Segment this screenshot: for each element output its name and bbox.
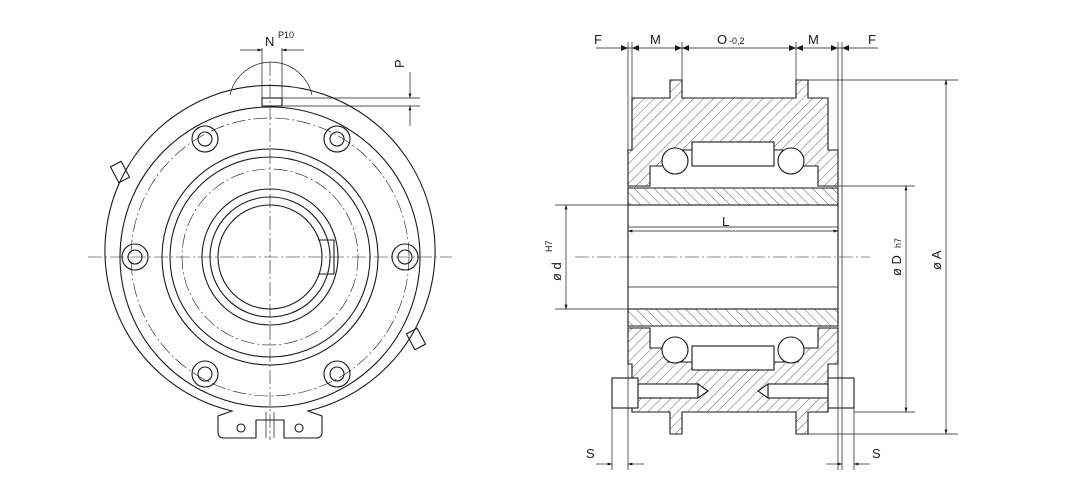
f-right-label: F	[868, 32, 876, 47]
bore-ring-outer	[209, 196, 331, 318]
arrowhead	[831, 45, 838, 51]
screw-right	[757, 377, 855, 409]
arrowhead	[632, 45, 639, 51]
mounting-tab-hole-left	[236, 423, 246, 433]
sprag-cage-top	[691, 141, 775, 167]
f-left-label: F	[594, 32, 602, 47]
n-tolerance: P10	[278, 30, 294, 40]
screw-left	[611, 377, 709, 409]
side-clip-left	[109, 160, 131, 184]
sprag-cage-bottom	[691, 345, 775, 371]
D-tolerance: h7	[893, 238, 903, 248]
hub-ring	[201, 188, 339, 326]
d-label: ø d	[549, 262, 564, 281]
arrowhead	[675, 45, 682, 51]
d-tolerance: H7	[544, 240, 554, 252]
inner-ring-outer	[161, 148, 379, 366]
l-label: L	[722, 214, 729, 229]
s-left-label: S	[586, 446, 595, 461]
outer-housing	[104, 84, 436, 439]
arrowhead	[842, 45, 849, 51]
arrowhead	[621, 45, 628, 51]
ball-top-left	[661, 147, 689, 175]
outer-race-bottom	[627, 327, 839, 435]
A-label: ø A	[929, 250, 944, 270]
o-label: O	[717, 32, 727, 47]
bolt-holes	[121, 125, 419, 388]
side-clip-right	[405, 327, 427, 351]
ball-top-right	[777, 147, 805, 175]
arrowhead	[682, 45, 689, 51]
outer-race-top	[627, 79, 839, 187]
shaft-keyway	[318, 239, 335, 275]
n-label: N	[265, 34, 274, 49]
inner-ring	[169, 156, 371, 358]
arrowhead	[789, 45, 796, 51]
m-right-label: M	[808, 32, 819, 47]
D-label: ø D	[889, 255, 904, 276]
arrowhead	[796, 45, 803, 51]
p-label: P	[392, 59, 407, 68]
o-tolerance: -0,2	[729, 36, 745, 46]
front-view: N P10 P	[88, 30, 452, 440]
flange-ring	[119, 106, 421, 408]
bolt-circle	[130, 117, 410, 397]
keyway-detail-circle	[229, 61, 313, 96]
ball-bottom-left	[661, 336, 689, 364]
m-left-label: M	[650, 32, 661, 47]
pitch-circle	[181, 168, 359, 346]
s-right-label: S	[872, 446, 881, 461]
section-view: F M O -0,2 M F L ø d H7 ø D h7 ø A S S	[544, 32, 958, 470]
top-keyway	[261, 97, 283, 107]
inner-ring-bottom	[627, 308, 839, 327]
bore-ring	[217, 204, 323, 310]
ball-bottom-right	[777, 336, 805, 364]
inner-ring-top	[627, 187, 839, 206]
mounting-tab-hole-right	[294, 423, 304, 433]
